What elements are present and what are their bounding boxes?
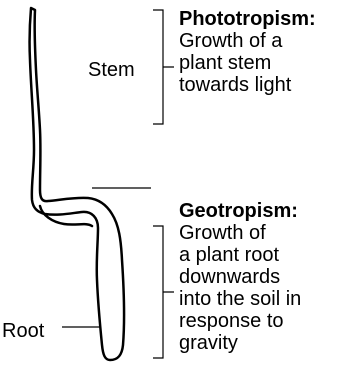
geotropism-line: downwards: [179, 266, 280, 288]
phototropism-term: Phototropism:: [179, 8, 316, 30]
phototropism-line: plant stem: [179, 52, 271, 74]
phototropism-line: towards light: [179, 74, 291, 96]
geotropism-term: Geotropism:: [179, 200, 298, 222]
stem-label: Stem: [88, 59, 135, 81]
stem-bracket: [153, 10, 174, 124]
geotropism-line: into the soil in: [179, 288, 301, 310]
phototropism-line: Growth of a: [179, 30, 282, 52]
root-label: Root: [2, 320, 44, 342]
root-fold: [40, 206, 92, 226]
geotropism-line: a plant root: [179, 244, 279, 266]
geotropism-line: gravity: [179, 332, 238, 354]
geotropism-line: response to: [179, 310, 284, 332]
root-bracket: [153, 226, 174, 358]
geotropism-line: Growth of: [179, 222, 266, 244]
